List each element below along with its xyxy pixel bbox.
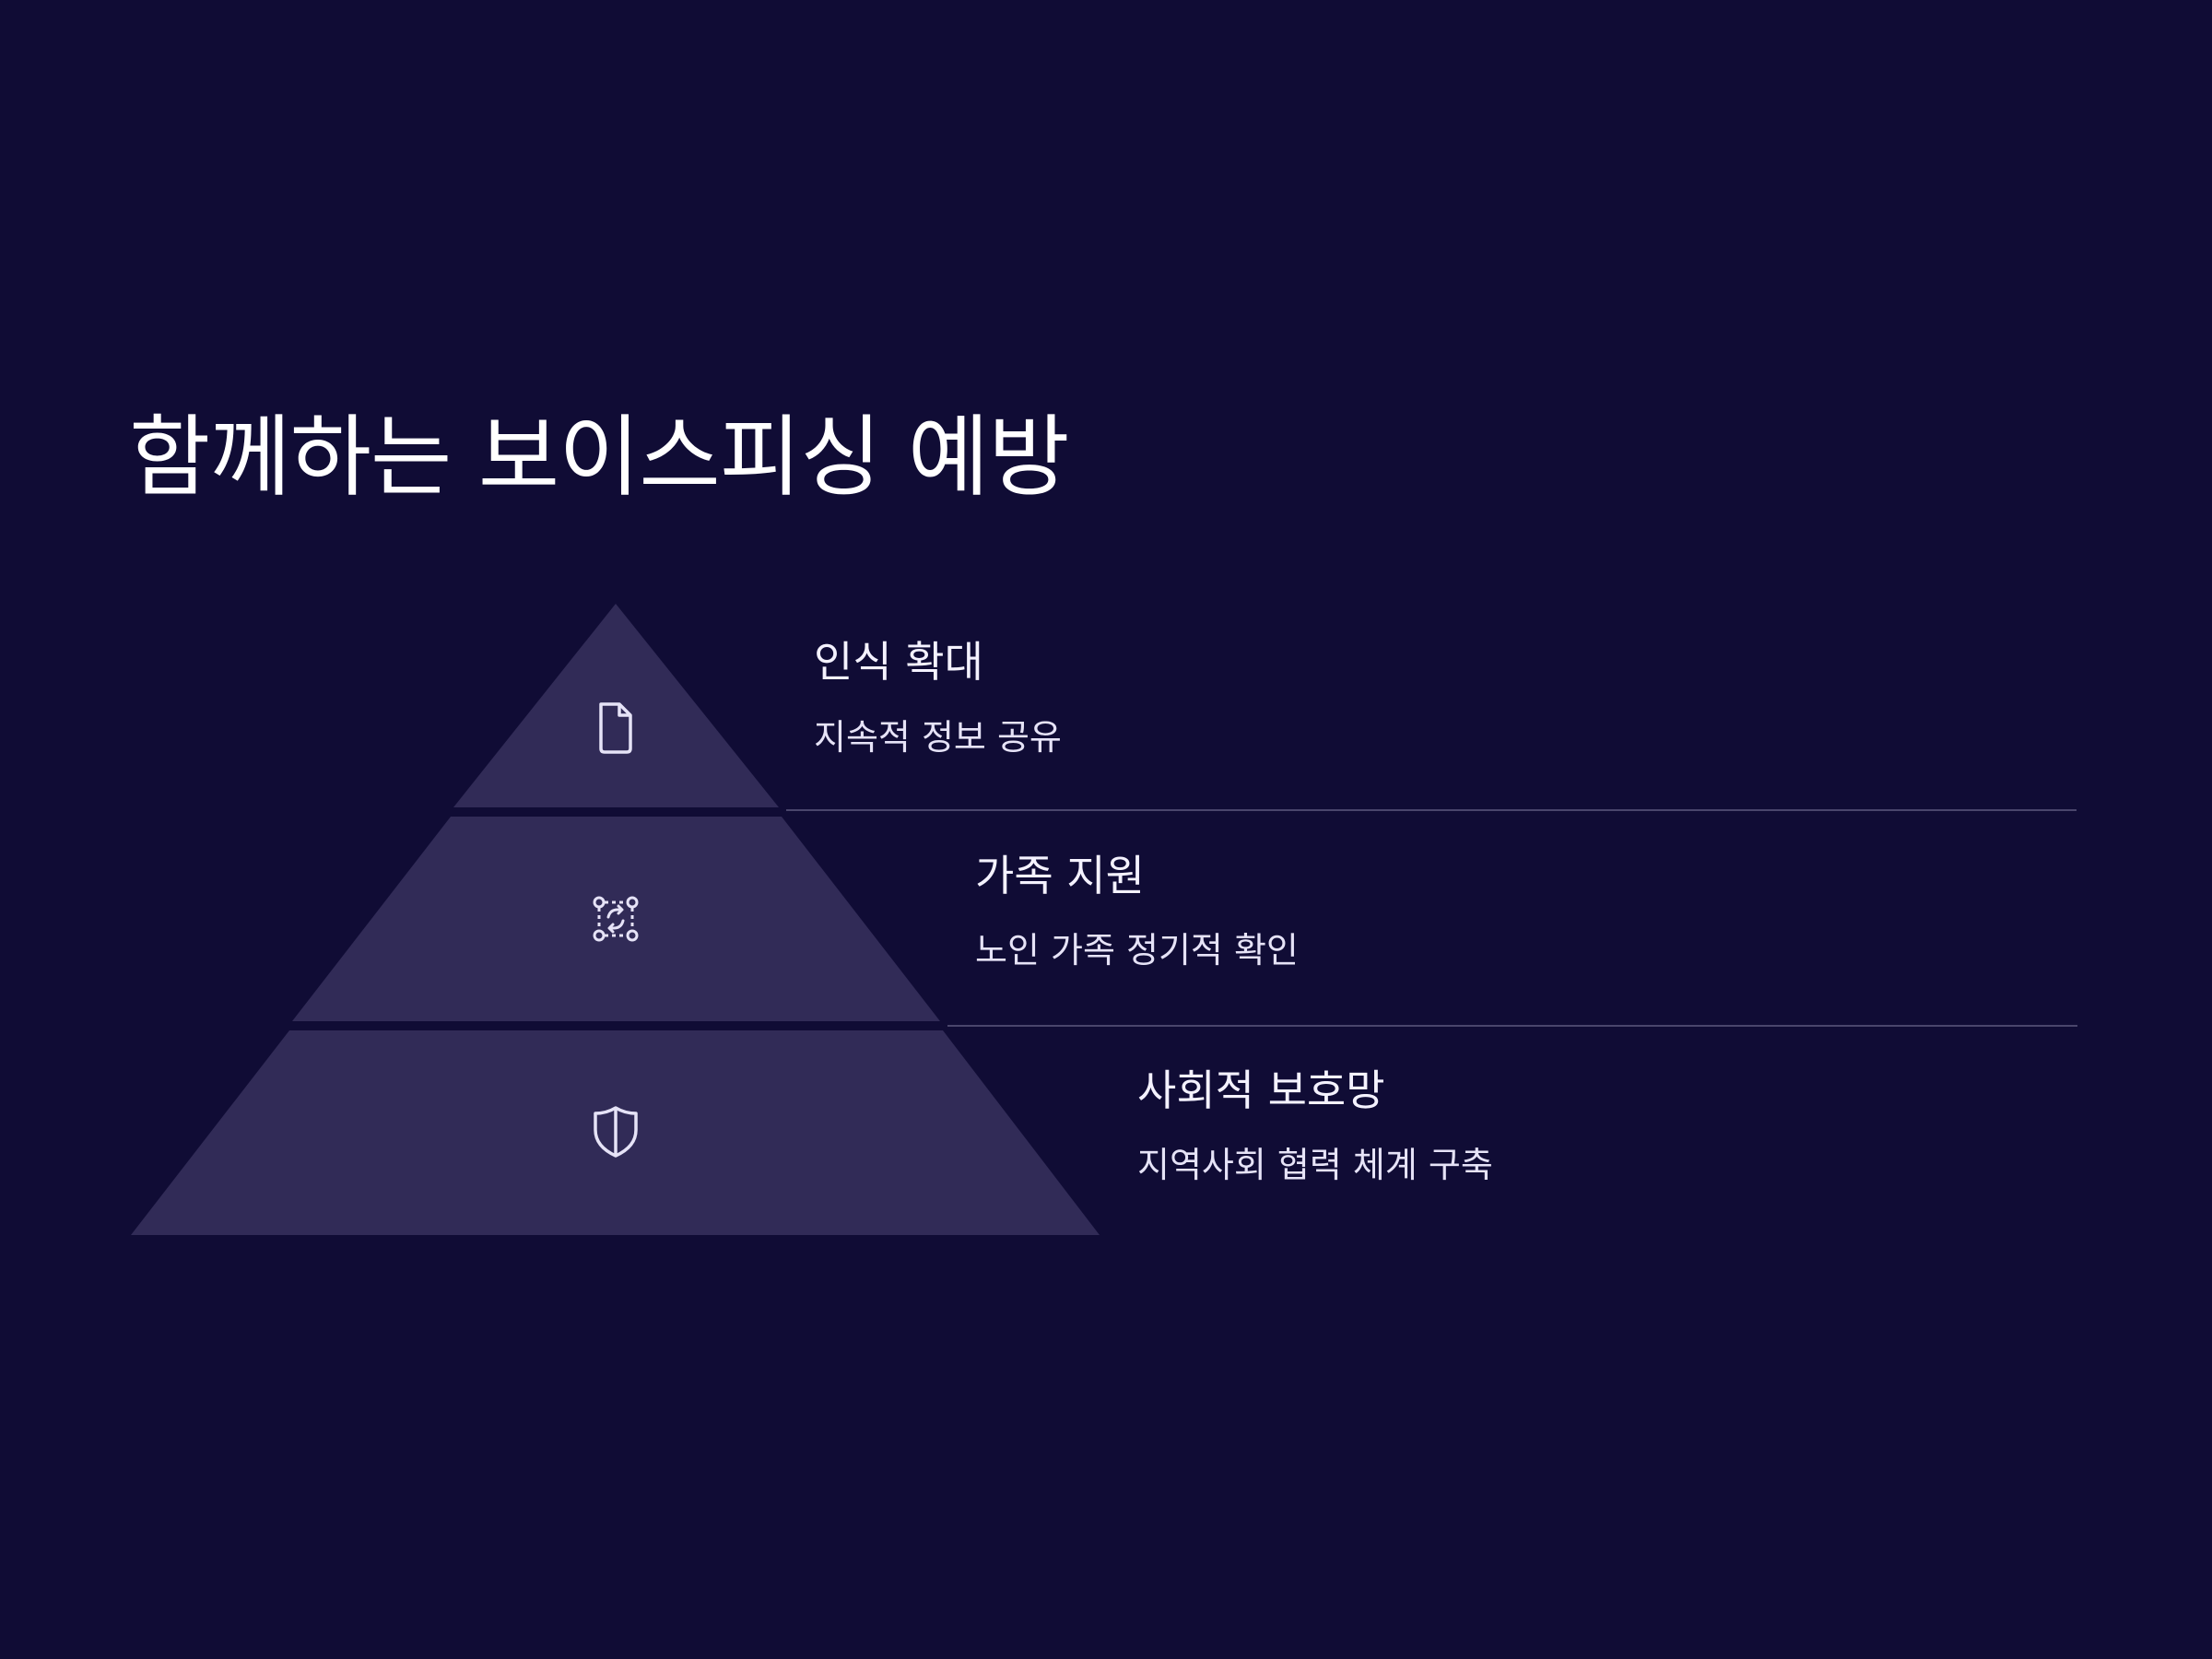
page-title: 함께하는 보이스피싱 예방 [129,406,1070,509]
pyramid-tier-middle [292,817,940,1021]
refresh-cycle-icon [593,896,639,942]
tier-description-awareness: 지속적 정보 공유 [814,717,1062,758]
tier-divider [786,809,2077,811]
shield-icon [594,1106,638,1158]
document-icon [599,702,632,754]
tier-heading-awareness: 인식 확대 [814,637,983,687]
tier-heading-community: 사회적 보호망 [1137,1065,1385,1115]
tier-description-family: 노인 가족 정기적 확인 [975,930,1299,971]
tier-description-community: 지역사회 협력 체계 구축 [1137,1145,1493,1185]
tier-divider [947,1025,2077,1027]
tier-heading-family: 가족 지원 [975,851,1145,900]
